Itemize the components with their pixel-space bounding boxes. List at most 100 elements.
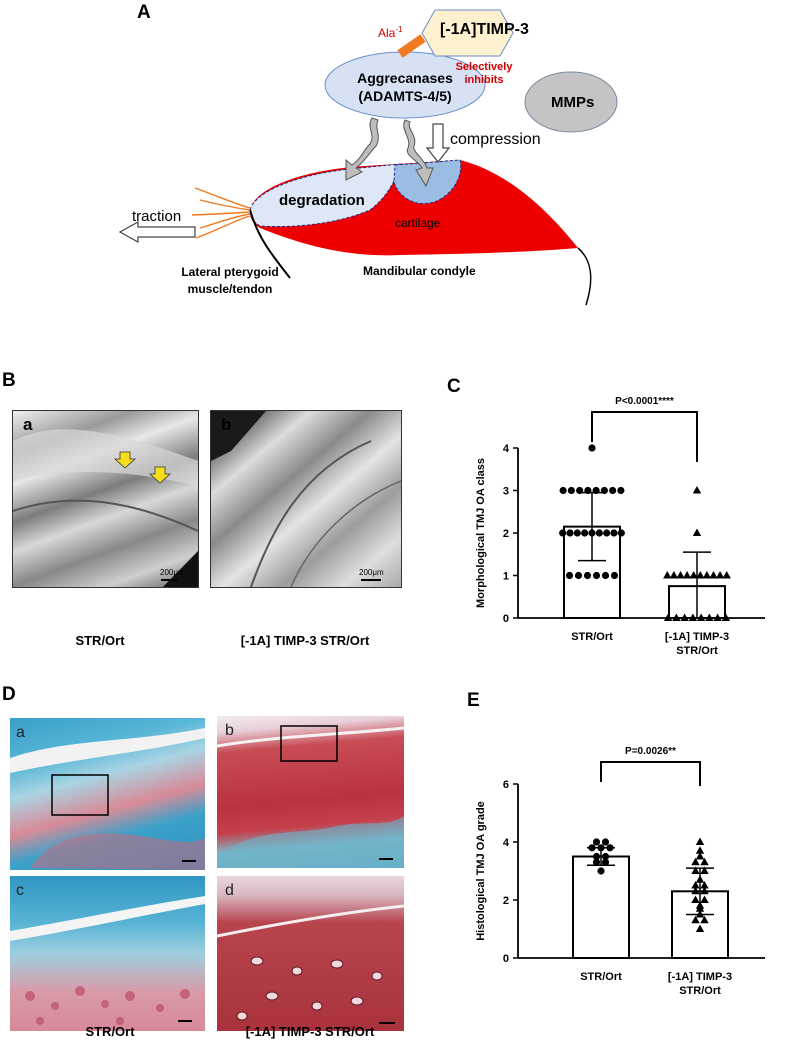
- scale-bar-db: [379, 858, 393, 860]
- chart-e-point-0-0: [592, 838, 601, 846]
- chart-e-point-0-4: [606, 844, 614, 852]
- condyle-neck-line: [577, 247, 592, 306]
- chart-c-ytick-label-1: 1: [503, 571, 509, 583]
- chart-c-point-0-15: [603, 529, 611, 537]
- panel-label-d: D: [2, 684, 16, 705]
- chart-c-point-0-22: [601, 571, 610, 580]
- degradation-label: degradation: [279, 192, 365, 209]
- chart-c-point-0-19: [574, 571, 583, 580]
- chart-e-y-label: Histological TMJ OA grade: [475, 801, 487, 941]
- chart-e-point-1-19: [695, 924, 705, 932]
- subpanel-label-ba: a: [23, 415, 33, 434]
- timp-hexagon: [421, 9, 514, 57]
- chart-c-point-0-4: [584, 486, 592, 495]
- chart-c-point-0-6: [600, 486, 608, 495]
- mmps-label: MMPs: [551, 94, 595, 111]
- chart-c-point-0-16: [610, 529, 618, 537]
- chart-c-point-0-8: [617, 486, 625, 495]
- mmp-ellipse: [524, 71, 618, 133]
- zoom-box-b: [280, 725, 338, 762]
- aggrecanase-label: Aggrecanases (ADAMTS-4/5): [325, 69, 485, 105]
- histology-texture-d: [217, 904, 404, 1021]
- chart-c-significance-bracket: [591, 411, 698, 462]
- chart-c-point-1-1: [692, 528, 702, 536]
- chart-e-point-1-13: [700, 895, 709, 903]
- chart-e-point-0-7: [592, 858, 601, 866]
- condyle-label: Mandibular condyle: [363, 264, 476, 278]
- chart-c-point-1-15: [688, 613, 698, 621]
- chart-c-point-0-12: [581, 529, 589, 537]
- chart-e-ytick-label-0: 0: [503, 953, 509, 965]
- chart-c-point-0-18: [565, 571, 574, 580]
- chart-c-ytick-label-3: 3: [503, 486, 509, 498]
- chart-c-point-0-20: [583, 571, 592, 580]
- chart-c-point-1-6: [689, 571, 698, 579]
- chart-e-point-1-18: [700, 915, 709, 924]
- compression-arrow: [425, 123, 451, 163]
- chart-e-ytick-label-3: 6: [503, 779, 509, 791]
- chart-c-ytick-label-2: 2: [503, 528, 509, 540]
- chart-c-point-1-0: [692, 486, 702, 494]
- caption-d-right: [-1A] TIMP-3 STR/Ort: [245, 1024, 375, 1039]
- chart-c-point-0-7: [609, 486, 617, 495]
- ala-superscript: -1: [395, 25, 403, 34]
- subpanel-label-db: b: [225, 722, 234, 739]
- chart-c-point-1-4: [676, 571, 685, 579]
- condyle-outline: [249, 209, 291, 279]
- muscle-line1: Lateral pterygoid: [181, 265, 279, 279]
- chart-c-p-value: P<0.0001****: [615, 396, 674, 407]
- chart-c-point-1-13: [672, 613, 681, 621]
- chart-e-point-1-0: [695, 837, 705, 845]
- scale-bar-ba: [161, 579, 177, 581]
- chart-c-point-0-21: [592, 571, 601, 580]
- chart-c-ytick-label-0: 0: [503, 613, 509, 625]
- chart-c-point-0-1: [559, 486, 567, 495]
- chart-c-point-0-2: [567, 486, 575, 495]
- panel-label-a: A: [137, 2, 151, 23]
- panel-label-e: E: [467, 690, 480, 711]
- chart-c-category-label-1-1: STR/Ort: [676, 645, 718, 657]
- chart-e-point-1-12: [691, 895, 700, 903]
- chart-e-point-1-3: [691, 857, 700, 866]
- chart-c-point-1-9: [709, 571, 718, 579]
- selectively-text: Selectively: [455, 61, 513, 73]
- microct-image-a: a 200μm: [12, 410, 199, 588]
- chart-c-category-label-0-0: STR/Ort: [571, 631, 613, 643]
- chart-e-point-1-7: [695, 875, 705, 883]
- ala-text: Ala: [378, 26, 396, 40]
- scale-bar-bb: [361, 579, 381, 581]
- chart-c-point-0-11: [573, 529, 581, 537]
- chart-e-point-1-1: [695, 846, 705, 854]
- chart-c-point-1-10: [715, 571, 725, 579]
- subpanel-label-dc: c: [16, 882, 24, 899]
- zoom-box-a: [51, 774, 109, 816]
- chart-c-category-label-1-0: [-1A] TIMP-3: [665, 631, 729, 643]
- chart-c-point-0-23: [610, 571, 619, 580]
- chart-e-point-0-2: [588, 844, 596, 852]
- scale-bar-dc: [178, 1020, 192, 1022]
- caption-b-left: STR/Ort: [75, 633, 125, 648]
- subpanel-label-dd: d: [225, 882, 234, 899]
- chart-e-point-1-4: [700, 857, 709, 866]
- chart-e-p-value: P=0.0026**: [625, 746, 676, 757]
- microct-texture-a: [13, 429, 198, 587]
- histology-image-a: a: [10, 718, 205, 870]
- scale-text-bb: 200μm: [359, 568, 384, 577]
- selectively-inhibits-label: Selectively inhibits: [452, 61, 516, 87]
- chart-e-point-1-8: [691, 881, 700, 889]
- chart-c-bar-0: [563, 525, 621, 619]
- histology-texture-b: [217, 725, 404, 868]
- cartilage-label: cartilage: [395, 216, 441, 230]
- tmj-schematic: [118, 9, 618, 306]
- scale-bar-dd: [379, 1022, 395, 1024]
- chart-c-point-1-16: [696, 613, 706, 621]
- muscle-fibers: [191, 187, 251, 239]
- microct-texture-b: [211, 411, 401, 587]
- chart-e-significance-bracket: [600, 761, 701, 786]
- microct-image-b: b 200μm: [210, 410, 402, 588]
- histology-image-c: c: [10, 876, 205, 1031]
- subpanel-label-da: a: [16, 724, 25, 741]
- chart-c-point-0-14: [595, 529, 603, 537]
- aggrecanase-line1: Aggrecanases: [357, 70, 453, 86]
- chart-c-ytick-label-4: 4: [503, 443, 510, 455]
